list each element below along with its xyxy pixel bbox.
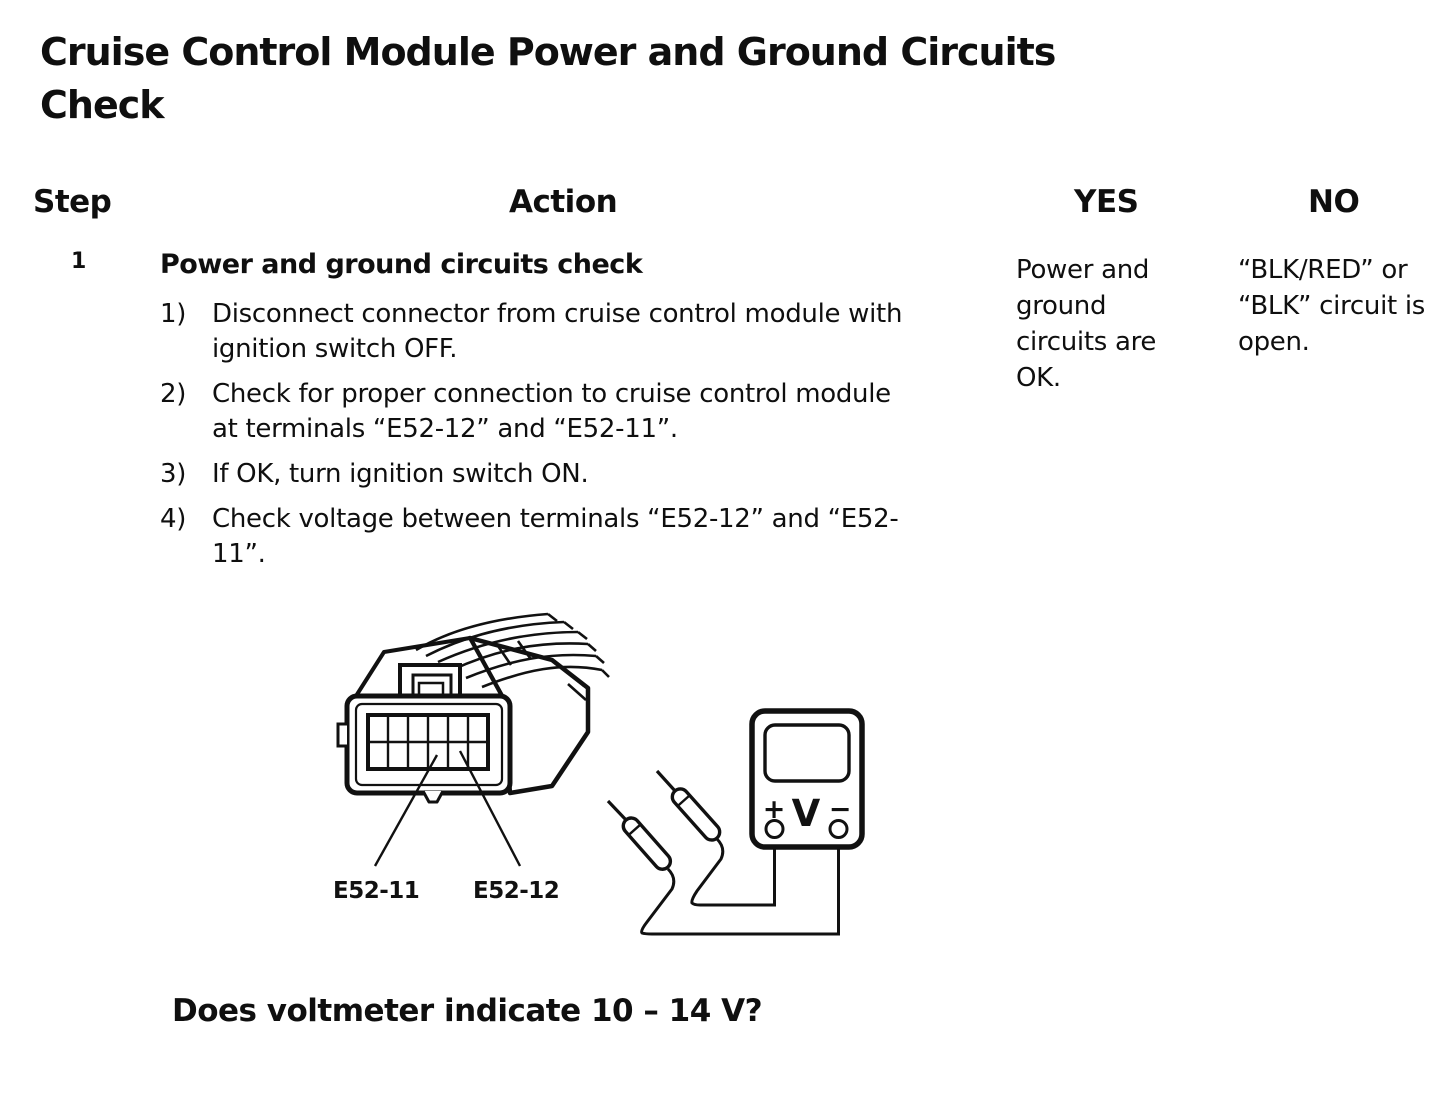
step-number: 1 (71, 249, 87, 274)
probe-lead-negative (640, 838, 840, 936)
pin-grid (366, 713, 490, 771)
yes-result-text: Power and ground circuits are OK. (1016, 255, 1157, 393)
column-header-no: NO (1308, 184, 1360, 220)
column-header-yes: YES (1074, 184, 1139, 220)
action-cell: Power and ground circuits check 1) Disco… (160, 249, 960, 582)
action-title: Power and ground circuits check (160, 249, 643, 280)
voltmeter-terminal-negative (828, 819, 849, 839)
terminal-label-e52-11: E52-11 (333, 878, 419, 904)
action-list-item: 3) If OK, turn ignition switch ON. (160, 457, 960, 492)
voltmeter-minus-label: − (829, 794, 852, 825)
column-header-step: Step (33, 184, 112, 220)
column-header-action: Action (509, 184, 618, 220)
list-item-number: 3) (160, 459, 187, 489)
list-item-number: 4) (160, 504, 187, 534)
voltmeter-question: Does voltmeter indicate 10 – 14 V? (172, 993, 763, 1029)
voltmeter-plus-label: + (763, 794, 786, 825)
test-probe-negative (606, 799, 840, 936)
terminal-label-e52-12: E52-12 (473, 878, 559, 904)
page-title: Cruise Control Module Power and Ground C… (40, 26, 1056, 132)
list-item-text: Check for proper connection to cruise co… (212, 379, 891, 444)
voltmeter-terminal-positive (764, 819, 785, 839)
list-item-text: If OK, turn ignition switch ON. (212, 459, 589, 489)
test-probe-positive (655, 769, 776, 907)
action-list-item: 1) Disconnect connector from cruise cont… (160, 297, 960, 367)
list-item-number: 2) (160, 379, 187, 409)
voltmeter-v-label: V (792, 792, 821, 835)
leader-line-e52-11 (373, 754, 439, 867)
action-list-item: 4) Check voltage between terminals “E52-… (160, 502, 960, 572)
connector-illustration: E52-11 E52-12 (333, 612, 610, 904)
page-title-line1: Cruise Control Module Power and Ground C… (40, 30, 1056, 74)
list-item-number: 1) (160, 299, 187, 329)
leader-line-e52-12 (458, 750, 522, 867)
voltmeter-screen (763, 723, 851, 783)
list-item-text: Disconnect connector from cruise control… (212, 299, 903, 364)
voltmeter: + V − (749, 708, 865, 850)
probe-lead-positive (690, 837, 776, 907)
no-result-text: “BLK/RED” or “BLK” circuit is open. (1238, 255, 1426, 357)
list-item-text: Check voltage between terminals “E52-12”… (212, 504, 899, 569)
action-list-item: 2) Check for proper connection to cruise… (160, 377, 960, 447)
wire-bundle (415, 612, 610, 701)
connector-voltmeter-diagram: E52-11 E52-12 + V − (333, 612, 865, 936)
page-title-line2: Check (40, 83, 165, 127)
